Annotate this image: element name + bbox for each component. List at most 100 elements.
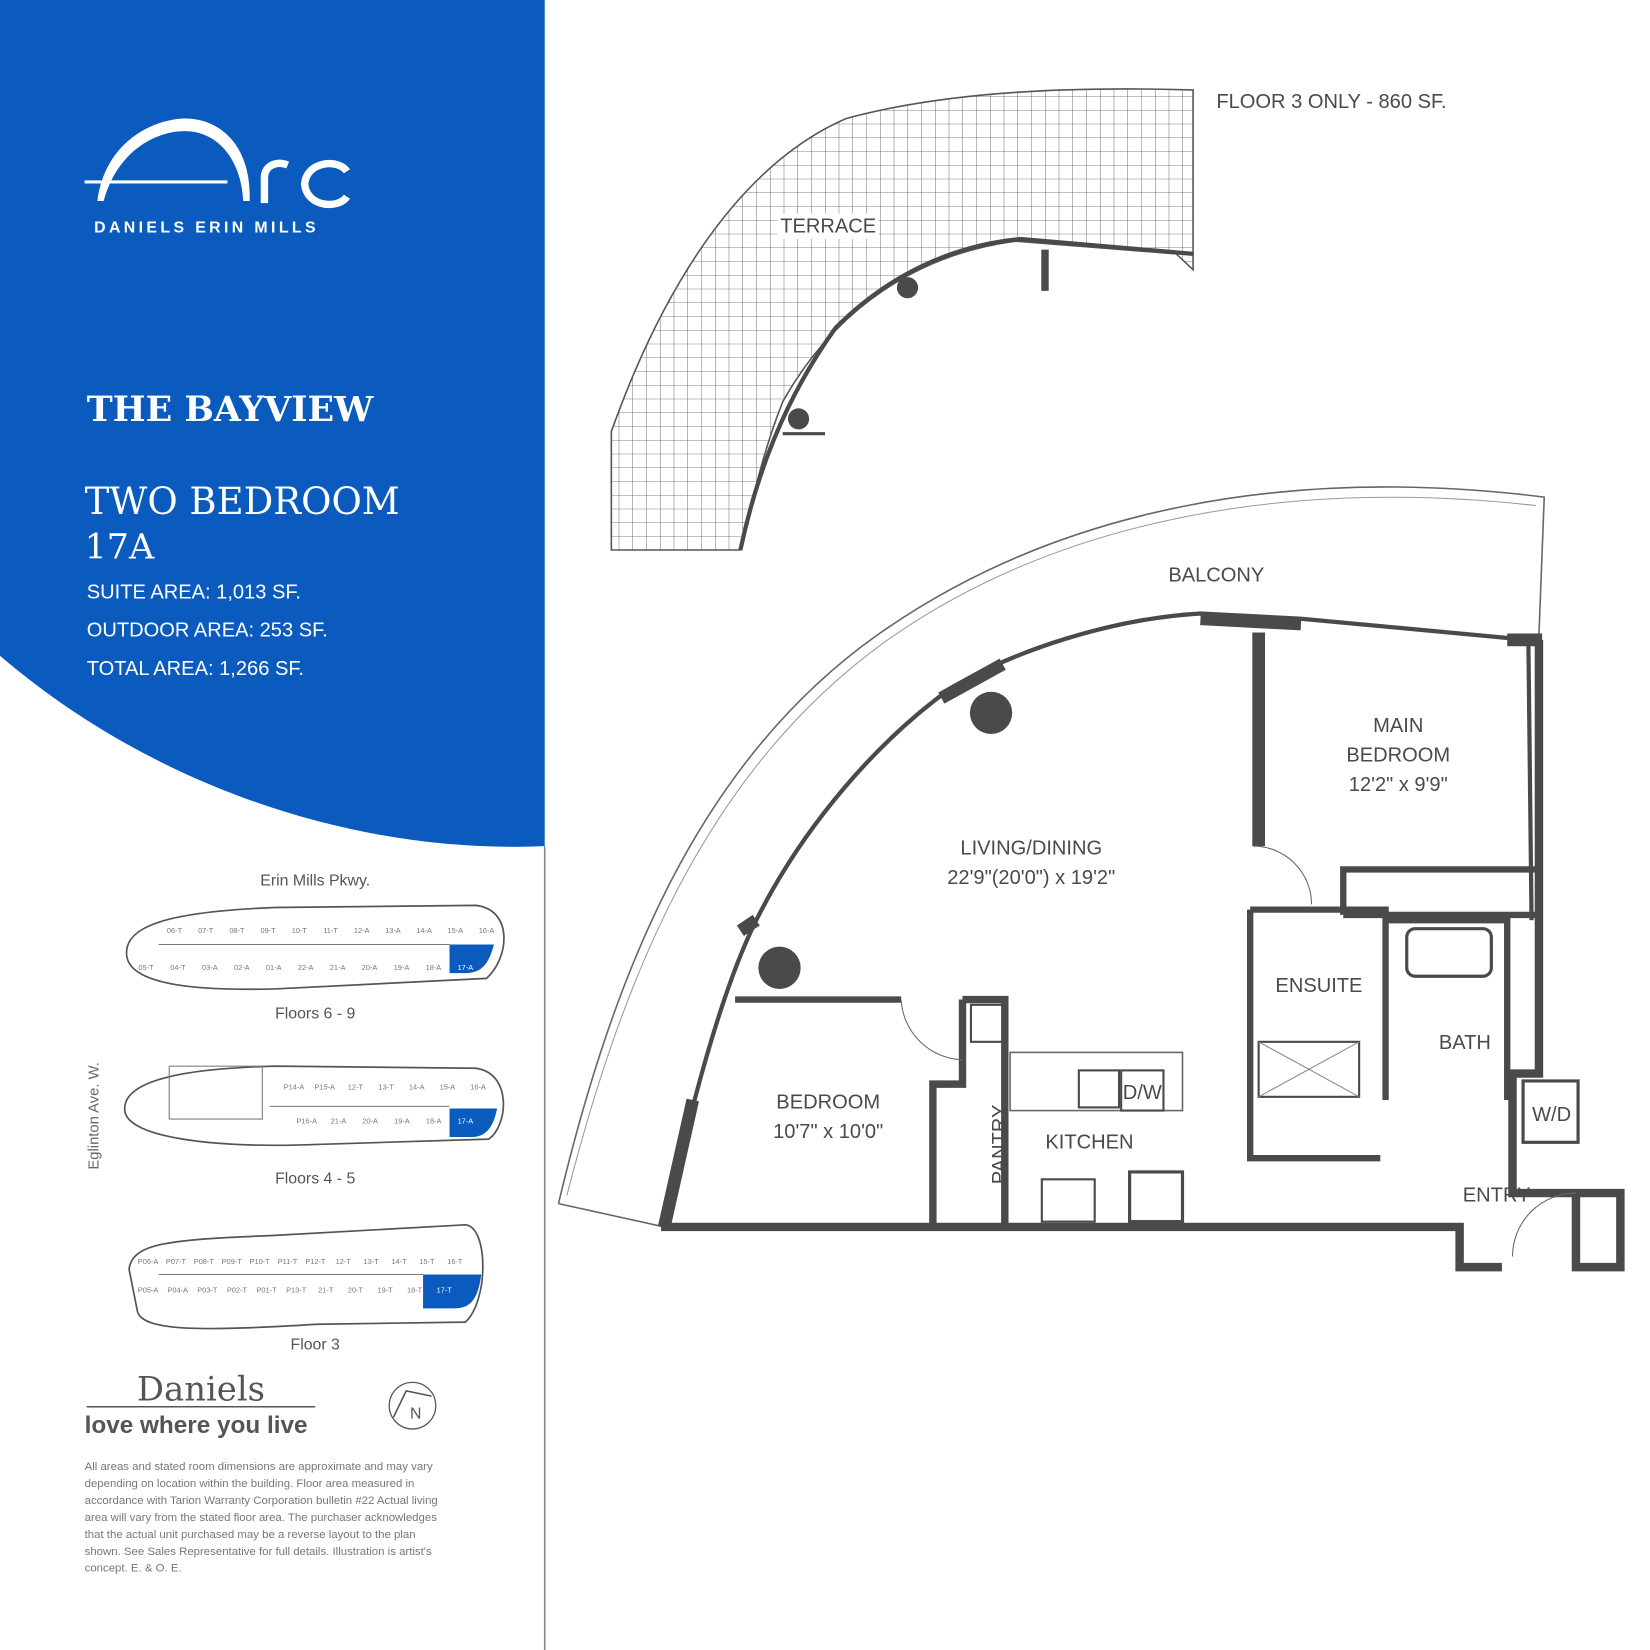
arc-logo: DANIELS ERIN MILLS — [84, 118, 350, 237]
column — [787, 408, 810, 430]
keyplan-unit-label: P16-A — [296, 1116, 317, 1125]
keyplan-unit-label: P14-A — [284, 1082, 305, 1091]
svg-text:concept. E. & O. E.: concept. E. & O. E. — [85, 1563, 182, 1575]
svg-text:area will vary from the stated: area will vary from the stated floor are… — [85, 1512, 438, 1524]
terrace: TERRACE — [610, 88, 1194, 551]
svg-text:shown. See Sales Representativ: shown. See Sales Representative for full… — [85, 1546, 432, 1558]
keyplan-unit-label: P07-T — [166, 1257, 187, 1266]
keyplan-unit-label: 20-A — [362, 963, 378, 972]
keyplan-unit-label: P01-T — [256, 1286, 277, 1295]
keyplan-unit-label: P12-T — [305, 1257, 326, 1266]
keyplan-unit-label: 21-T — [318, 1286, 334, 1295]
keyplan-unit-label: P04-A — [167, 1286, 188, 1295]
keyplan-caption: Floors 6 - 9 — [275, 1006, 355, 1023]
living-dining-label: LIVING/DINING — [960, 838, 1102, 860]
living-dining-dimensions: 22'9"(20'0") x 19'2" — [947, 867, 1115, 889]
keyplan-unit-label: 19-A — [394, 963, 410, 972]
keyplan-unit-label: 18-T — [407, 1286, 423, 1295]
keyplan-unit-label: 13-T — [378, 1082, 394, 1091]
main-bedroom-label: BEDROOM — [1346, 745, 1450, 767]
keyplan-unit-label: 21-A — [330, 963, 346, 972]
bedroom-label: BEDROOM — [776, 1091, 880, 1113]
keyplan-unit-label: 04-T — [170, 963, 186, 972]
outdoor-area: OUTDOOR AREA: 253 SF. — [87, 620, 328, 642]
keyplan-unit-label: 19-A — [394, 1116, 410, 1125]
disclaimer: All areas and stated room dimensions are… — [85, 1461, 438, 1575]
logo-subtitle: DANIELS ERIN MILLS — [94, 220, 319, 237]
terrace-label: TERRACE — [780, 216, 876, 238]
keyplan-unit-label: 21-A — [331, 1116, 347, 1125]
keyplan-unit-label: 17-A — [458, 963, 474, 972]
bedroom-dimensions: 10'7" x 10'0" — [773, 1121, 883, 1143]
svg-text:All areas and stated room dime: All areas and stated room dimensions are… — [85, 1461, 433, 1473]
keyplan-unit-label: 15-T — [419, 1257, 435, 1266]
svg-text:depending on location within t: depending on location within the buildin… — [85, 1478, 415, 1490]
main-bedroom-dimensions: 12'2" x 9'9" — [1349, 774, 1448, 796]
keyplan-unit-label: 14-A — [409, 1082, 425, 1091]
keyplan-unit-label: 09-T — [261, 926, 277, 935]
keyplan-unit-label: P08-T — [194, 1257, 215, 1266]
suite-walls — [658, 611, 1625, 1272]
keyplan-unit-label: 15-A — [448, 926, 464, 935]
svg-text:N: N — [410, 1405, 421, 1422]
balcony — [557, 486, 1546, 1228]
kitchen-label: KITCHEN — [1045, 1132, 1133, 1154]
main-bedroom-label: MAIN — [1373, 715, 1423, 737]
keyplan-unit-label: 06-T — [167, 926, 183, 935]
keyplan-unit-label: 07-T — [198, 926, 214, 935]
suite-type: TWO BEDROOM — [85, 480, 400, 523]
keyplan-unit-label: P02-T — [227, 1286, 248, 1295]
north-compass-icon: N — [388, 1381, 437, 1430]
ensuite-label: ENSUITE — [1275, 975, 1362, 997]
keyplan-unit-label: P11-T — [278, 1257, 298, 1266]
keyplan-unit-label: 20-A — [362, 1116, 378, 1125]
keyplan-caption: Floors 4 - 5 — [275, 1171, 355, 1188]
suite-model: 17A — [85, 527, 155, 567]
building-name: THE BAYVIEW — [87, 389, 374, 430]
balcony-label: BALCONY — [1168, 565, 1264, 587]
daniels-tagline: love where you live — [85, 1412, 308, 1439]
keyplan-unit-label: 18-A — [426, 1116, 442, 1125]
keyplan-caption: Floor 3 — [291, 1337, 341, 1354]
keyplan-unit-label: P13-T — [286, 1286, 307, 1295]
dishwasher-label: D/W — [1123, 1082, 1162, 1104]
highlight-unit — [449, 944, 494, 974]
keyplan-unit-label: 16-A — [470, 1082, 486, 1091]
keyplan-unit-label: P10-T — [250, 1257, 271, 1266]
keyplan-unit-label: 16-T — [447, 1257, 463, 1266]
keyplan-unit-label: 16-A — [479, 926, 495, 935]
suite-area: SUITE AREA: 1,013 SF. — [87, 582, 301, 604]
entry-label: ENTRY — [1463, 1185, 1531, 1207]
keyplan-unit-label: 22-A — [298, 963, 314, 972]
column — [758, 946, 801, 989]
keyplan-unit-label: 12-A — [354, 926, 370, 935]
keyplan-unit-label: 05-T — [138, 963, 154, 972]
keyplan-unit-label: 17-A — [458, 1116, 474, 1125]
highlight-unit — [423, 1274, 482, 1309]
keyplan-unit-label: 13-A — [385, 926, 401, 935]
bath-label: BATH — [1439, 1032, 1491, 1054]
keyplan-unit-label: 12-T — [336, 1257, 352, 1266]
keyplan-unit-label: 12-T — [348, 1082, 364, 1091]
highlight-unit — [449, 1108, 498, 1138]
keyplan-unit-label: 17-T — [437, 1286, 453, 1295]
column — [969, 691, 1013, 735]
keyplan-unit-label: 03-A — [202, 963, 218, 972]
terrace-note: FLOOR 3 ONLY - 860 SF. — [1216, 91, 1446, 113]
keyplan-unit-label: 02-A — [234, 963, 250, 972]
keyplan-unit-label: 13-T — [364, 1257, 380, 1266]
keyplan-unit-label: 14-T — [391, 1257, 407, 1266]
column — [896, 277, 919, 299]
keyplan-unit-label: 15-A — [440, 1082, 456, 1091]
street-erin-mills: Erin Mills Pkwy. — [260, 872, 370, 889]
keyplan-unit-label: 14-A — [416, 926, 432, 935]
svg-text:that the actual unit purchased: that the actual unit purchased may be a … — [85, 1529, 416, 1541]
keyplan-unit-label: P05-A — [138, 1286, 159, 1295]
pantry-label: PANTRY — [989, 1105, 1011, 1185]
keyplan-unit-label: 10-T — [292, 926, 308, 935]
keyplan-unit-label: 01-A — [266, 963, 282, 972]
keyplan-unit-label: 08-T — [229, 926, 245, 935]
